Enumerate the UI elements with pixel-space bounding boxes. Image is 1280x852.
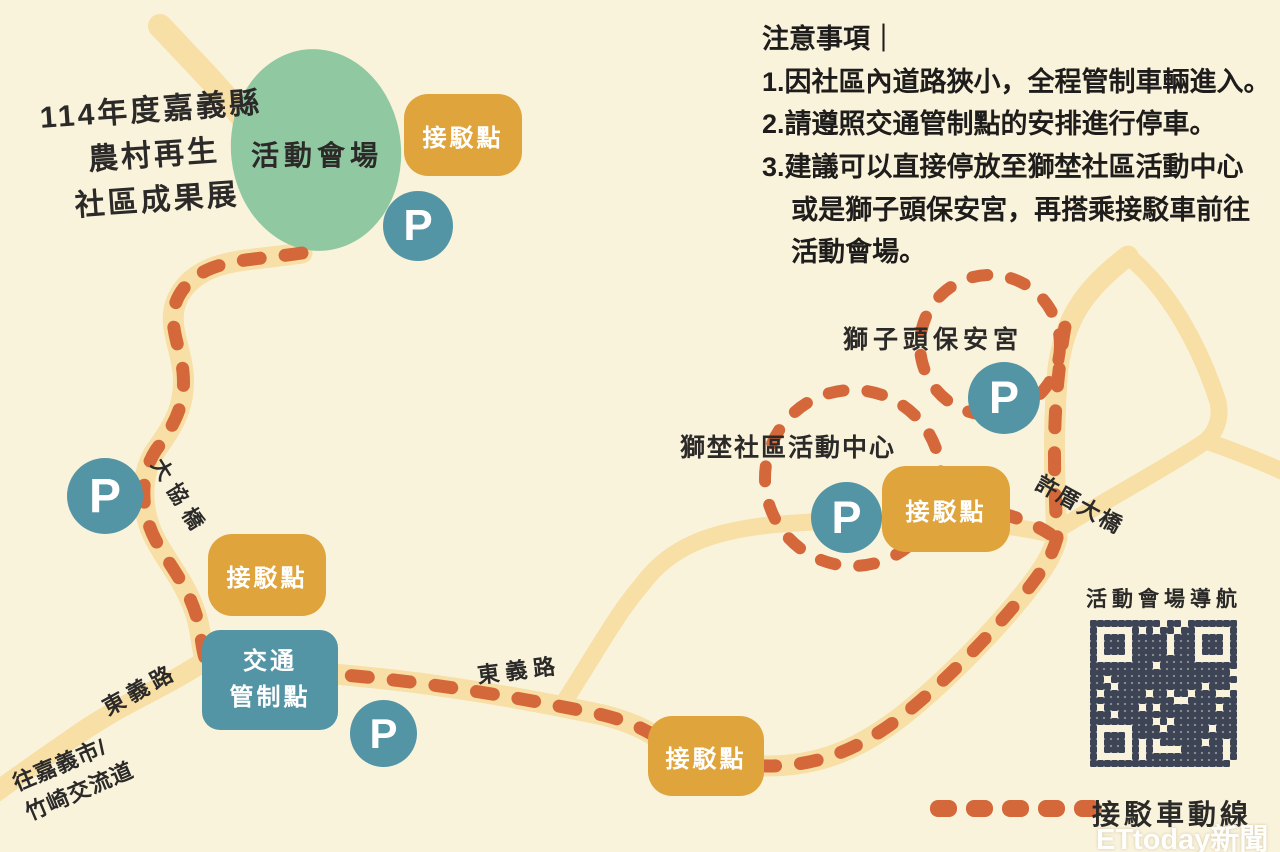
note-line-3: 3.建議可以直接停放至獅埜社區活動中心 bbox=[762, 151, 1244, 182]
road-to-right-edge bbox=[1197, 432, 1280, 480]
road-xucuo-bridge bbox=[1043, 432, 1215, 542]
venue-area bbox=[230, 49, 402, 251]
notes-heading: 注意事項｜ bbox=[762, 24, 897, 54]
note-line-4: 或是獅子頭保安宮，再搭乘接駁車前往 bbox=[791, 194, 1251, 225]
parking-icon-north: P bbox=[383, 191, 453, 261]
watermark: ETtoday新聞雲 bbox=[1096, 824, 1269, 852]
shuttle-stop-west: 接駁點 bbox=[208, 534, 326, 616]
legend-label: 接駁車動線 bbox=[1092, 799, 1253, 830]
shuttle-stop-north: 接駁點 bbox=[404, 94, 522, 176]
parking-icon-temple: P bbox=[968, 362, 1040, 434]
shuttle-stop-south: 接駁點 bbox=[648, 716, 764, 796]
temple-label: 獅子頭保安宮 bbox=[843, 326, 1024, 354]
traffic-control-line: 管制點 bbox=[229, 684, 311, 711]
note-line-5: 活動會場。 bbox=[791, 237, 927, 268]
qr-caption: 活動會場導航 bbox=[1086, 588, 1242, 611]
parking-icon-control: P bbox=[350, 700, 417, 767]
traffic-control-line: 交通 bbox=[243, 648, 297, 675]
shuttle-stop-community: 接駁點 bbox=[882, 466, 1010, 552]
qr-code bbox=[1090, 620, 1237, 767]
parking-icon-west: P bbox=[67, 458, 143, 534]
road-dongyi-southwest bbox=[0, 650, 216, 802]
community-center-label: 獅埜社區活動中心 bbox=[680, 434, 897, 462]
parking-icon-community: P bbox=[811, 482, 882, 553]
shuttle-loop-temple bbox=[914, 269, 1066, 421]
venue-label: 活動會場 bbox=[250, 140, 383, 171]
legend-dash-icon bbox=[930, 800, 1101, 817]
note-line-1: 1.因社區內道路狹小，全程管制車輛進入。 bbox=[762, 66, 1271, 97]
note-line-2: 2.請遵照交通管制點的安排進行停車。 bbox=[762, 109, 1217, 140]
traffic-control-box: 交通 管制點 bbox=[202, 630, 338, 730]
notes-block: 注意事項｜ 1.因社區內道路狹小，全程管制車輛進入。 2.請遵照交通管制點的安排… bbox=[762, 18, 1280, 274]
shuttle-route-line bbox=[137, 246, 1073, 773]
road-loop-right-leg bbox=[1119, 247, 1228, 450]
